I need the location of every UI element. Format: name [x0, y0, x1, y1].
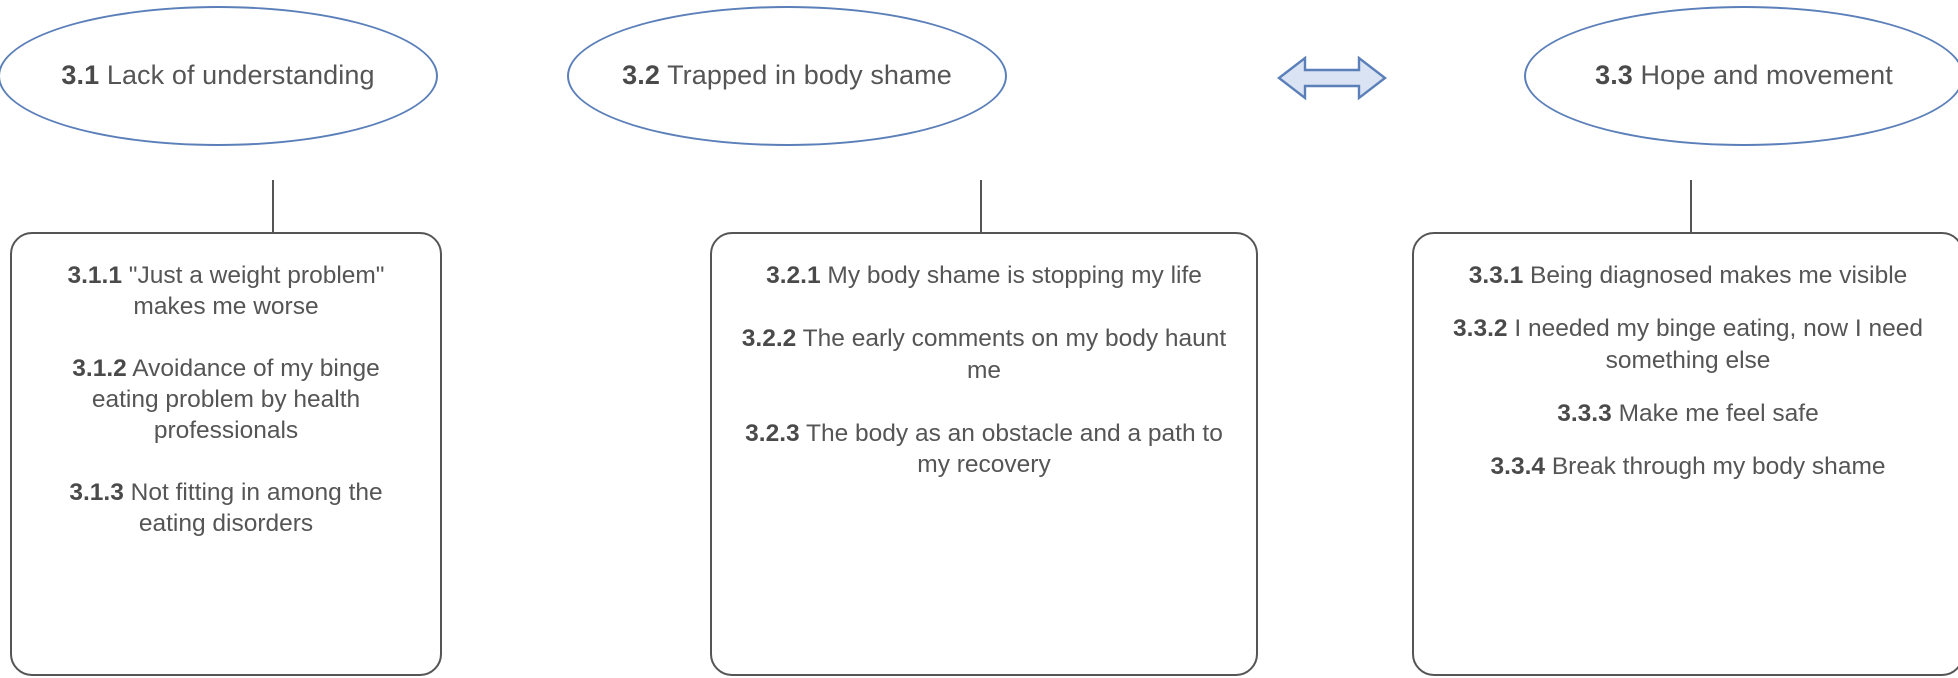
subtheme-number-3-1-1: 3.1.1 — [67, 262, 122, 289]
theme-ellipse-3-3-label: 3.3 Hope and movement — [1555, 59, 1933, 93]
connector-line-3-1 — [272, 180, 274, 232]
subtheme-text-3-3-3: Make me feel safe — [1618, 400, 1819, 428]
subtheme-item-3-3-2: 3.3.2 I needed my binge eating, now I ne… — [1436, 313, 1940, 376]
connector-line-3-3 — [1690, 180, 1692, 232]
theme-ellipse-3-2[interactable]: 3.2 Trapped in body shame — [567, 6, 1007, 146]
subtheme-text-3-2-3: The body as an obstacle and a path to my… — [806, 420, 1223, 479]
subtheme-box-3-1[interactable]: 3.1.1 "Just a weight problem" makes me w… — [10, 232, 442, 676]
theme-number-3-3: 3.3 — [1595, 60, 1633, 91]
subtheme-number-3-1-2: 3.1.2 — [72, 354, 127, 382]
theme-number-3-2: 3.2 — [622, 60, 660, 91]
subtheme-number-3-2-2: 3.2.2 — [741, 325, 797, 353]
theme-title-3-3: Hope and movement — [1640, 60, 1893, 91]
theme-ellipse-3-1[interactable]: 3.1 Lack of understanding — [0, 6, 438, 146]
subtheme-item-3-2-2: 3.2.2 The early comments on my body haun… — [734, 323, 1234, 386]
subtheme-item-3-1-3: 3.1.3 Not fitting in among the eating di… — [34, 477, 418, 540]
subtheme-box-3-2[interactable]: 3.2.1 My body shame is stopping my life … — [710, 232, 1258, 676]
connector-line-3-2 — [980, 180, 982, 232]
theme-ellipse-3-2-label: 3.2 Trapped in body shame — [582, 59, 992, 93]
subtheme-box-3-3[interactable]: 3.3.1 Being diagnosed makes me visible 3… — [1412, 232, 1958, 676]
subtheme-number-3-3-1: 3.3.1 — [1468, 262, 1524, 289]
subtheme-item-3-3-1: 3.3.1 Being diagnosed makes me visible — [1436, 260, 1940, 291]
double-headed-arrow-icon — [1277, 55, 1387, 101]
subtheme-item-3-3-3: 3.3.3 Make me feel safe — [1436, 398, 1940, 429]
theme-title-3-2: Trapped in body shame — [667, 60, 952, 91]
subtheme-item-3-1-1: 3.1.1 "Just a weight problem" makes me w… — [34, 260, 418, 323]
subtheme-item-3-1-2: 3.1.2 Avoidance of my binge eating probl… — [34, 353, 418, 447]
bidirectional-arrow-3-2-3-3 — [1277, 52, 1387, 104]
subtheme-item-3-3-4: 3.3.4 Break through my body shame — [1436, 451, 1940, 482]
subtheme-text-3-2-2: The early comments on my body haunt me — [802, 325, 1227, 384]
subtheme-text-3-3-2: I needed my binge eating, now I need som… — [1514, 315, 1923, 374]
theme-title-3-1: Lack of understanding — [106, 60, 375, 91]
subtheme-text-3-1-2: Avoidance of my binge eating problem by … — [91, 354, 380, 445]
subtheme-text-3-1-1: "Just a weight problem" makes me worse — [128, 262, 385, 321]
subtheme-text-3-3-1: Being diagnosed makes me visible — [1530, 262, 1908, 289]
subtheme-text-3-3-4: Break through my body shame — [1551, 453, 1886, 481]
subtheme-number-3-2-3: 3.2.3 — [745, 420, 800, 448]
subtheme-number-3-3-2: 3.3.2 — [1453, 315, 1508, 343]
subtheme-number-3-3-4: 3.3.4 — [1490, 453, 1546, 481]
subtheme-number-3-3-3: 3.3.3 — [1557, 400, 1612, 428]
subtheme-item-3-2-3: 3.2.3 The body as an obstacle and a path… — [734, 418, 1234, 481]
subtheme-number-3-2-1: 3.2.1 — [766, 262, 821, 289]
subtheme-number-3-1-3: 3.1.3 — [69, 478, 124, 506]
theme-ellipse-3-3[interactable]: 3.3 Hope and movement — [1524, 6, 1958, 146]
theme-ellipse-3-1-label: 3.1 Lack of understanding — [21, 59, 414, 93]
subtheme-item-3-2-1: 3.2.1 My body shame is stopping my life — [734, 260, 1234, 291]
subtheme-text-3-1-3: Not fitting in among the eating disorder… — [130, 478, 383, 538]
subtheme-text-3-2-1: My body shame is stopping my life — [827, 262, 1202, 289]
theme-number-3-1: 3.1 — [61, 60, 100, 91]
